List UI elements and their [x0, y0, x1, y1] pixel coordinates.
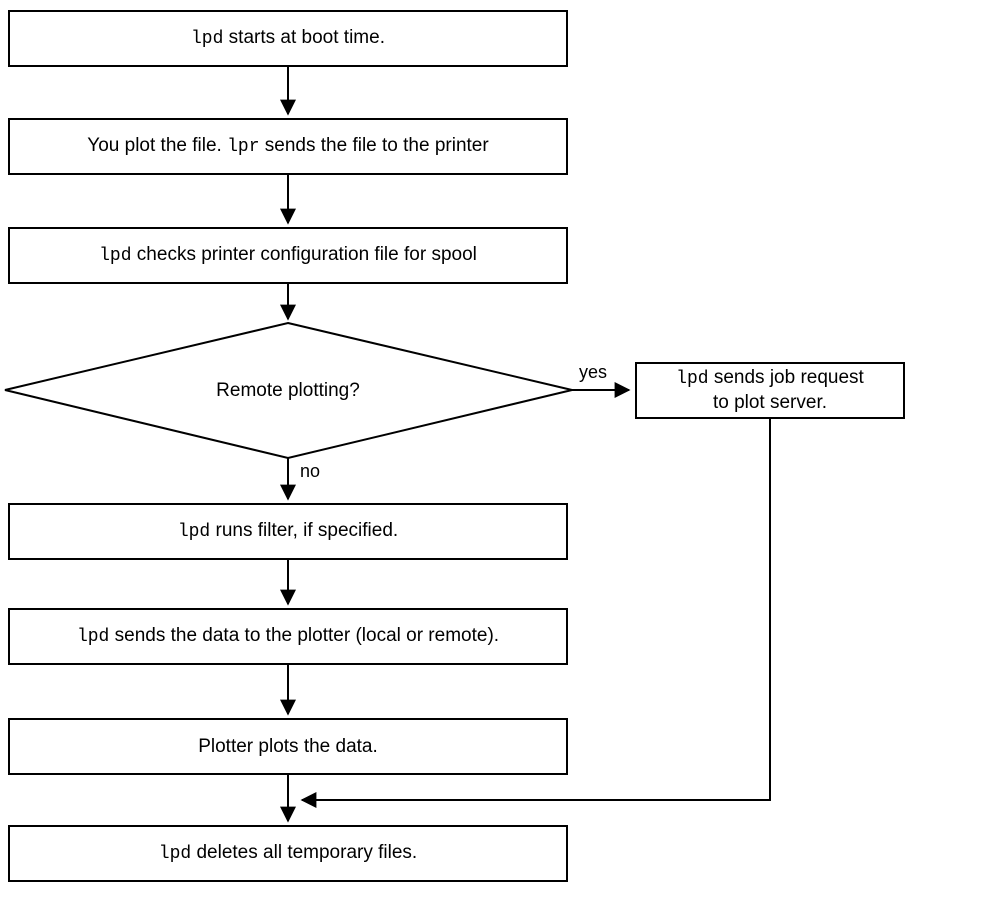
node-text: sends the data to the plotter (local or …: [109, 625, 500, 647]
node-text: runs filter, if specified.: [210, 520, 399, 542]
node-send-data-text: lpd sends the data to the plotter (local…: [77, 624, 499, 649]
node-run-filter: lpd runs filter, if specified.: [8, 503, 568, 560]
node-text: You plot the file.: [87, 135, 228, 157]
node-plot-file-text: You plot the file. lpr sends the file to…: [87, 134, 488, 159]
node-lpd-boot: lpd starts at boot time.: [8, 10, 568, 67]
node-check-config: lpd checks printer configuration file fo…: [8, 227, 568, 284]
node-text: sends job request: [708, 367, 864, 389]
edge-label-no: no: [298, 461, 323, 482]
node-plotter-plots: Plotter plots the data.: [8, 718, 568, 775]
node-send-data: lpd sends the data to the plotter (local…: [8, 608, 568, 665]
node-text: deletes all temporary files.: [191, 842, 418, 864]
node-run-filter-text: lpd runs filter, if specified.: [178, 519, 398, 544]
node-text: sends the file to the printer: [259, 135, 489, 157]
code-lpd: lpd: [99, 246, 132, 267]
node-text: Remote plotting?: [216, 379, 360, 401]
code-lpr: lpr: [227, 137, 260, 158]
node-text: to plot server.: [712, 391, 828, 413]
code-lpd: lpd: [676, 369, 709, 390]
node-delete-files-text: lpd deletes all temporary files.: [159, 841, 417, 866]
node-plotter-plots-text: Plotter plots the data.: [198, 735, 378, 759]
code-lpd: lpd: [158, 844, 192, 865]
return-line-from-server: [300, 419, 771, 808]
node-text: Plotter plots the data.: [198, 735, 378, 757]
node-text: checks printer configuration file for sp…: [131, 244, 477, 266]
node-plot-file: You plot the file. lpr sends the file to…: [8, 118, 568, 175]
node-text: starts at boot time.: [223, 27, 385, 49]
code-lpd: lpd: [177, 522, 211, 543]
edge-label-yes: yes: [577, 362, 610, 383]
node-check-config-text: lpd checks printer configuration file fo…: [99, 243, 477, 268]
node-remote-decision-label: Remote plotting?: [8, 323, 568, 458]
node-lpd-boot-text: lpd starts at boot time.: [191, 26, 385, 51]
code-lpd: lpd: [191, 29, 224, 50]
code-lpd: lpd: [76, 627, 110, 648]
node-delete-files: lpd deletes all temporary files.: [8, 825, 568, 882]
